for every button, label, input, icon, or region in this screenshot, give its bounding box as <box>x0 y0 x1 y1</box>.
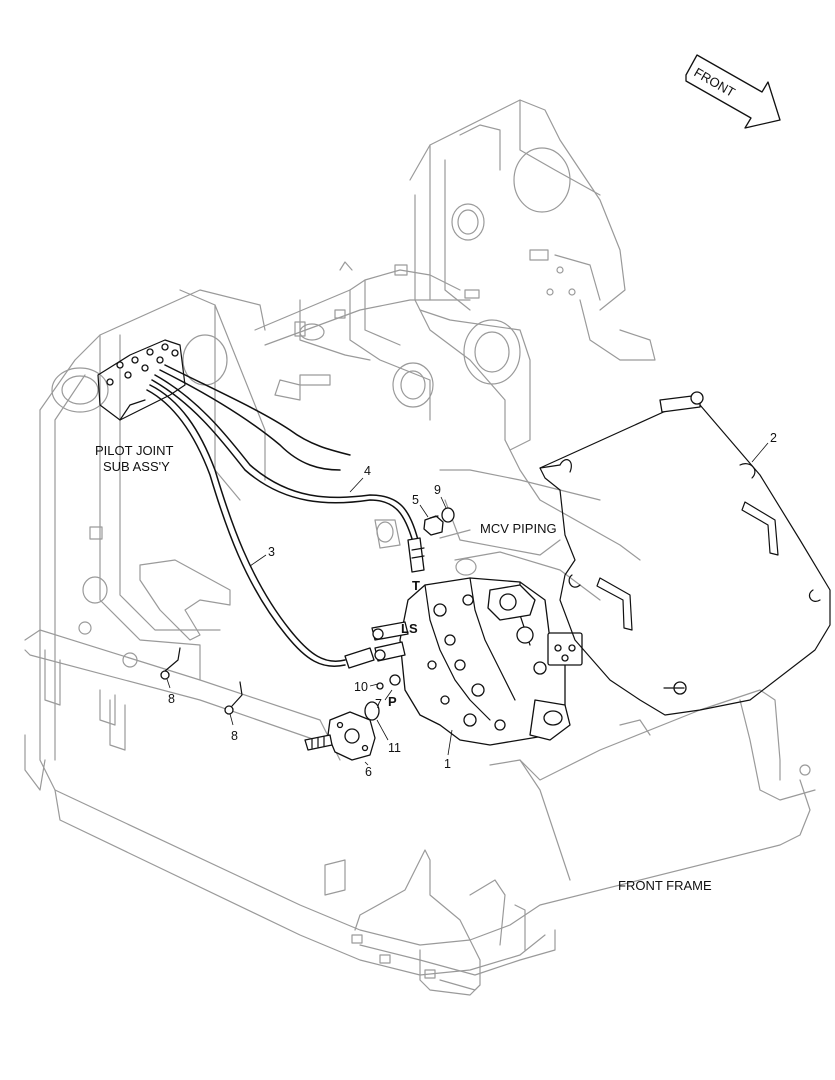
callout-10-text: 10 <box>354 680 368 694</box>
callout-8-lower: 8 <box>229 713 238 743</box>
mcv-piping-label: MCV PIPING <box>480 521 557 536</box>
plug-5 <box>423 515 444 536</box>
extra-pilot-hoses <box>159 364 351 471</box>
bolt-8-lower <box>224 681 243 715</box>
callout-7-text: 7 <box>375 697 382 711</box>
bolt-8-upper <box>160 647 181 680</box>
port-ls-label: LS <box>401 621 418 636</box>
callout-8-upper: 8 <box>166 678 175 706</box>
callout-8a-text: 8 <box>168 692 175 706</box>
callout-1-text: 1 <box>444 757 451 771</box>
pilot-joint-block <box>97 339 186 421</box>
valve-left-fittings <box>371 621 409 690</box>
callout-4: 4 <box>349 464 371 493</box>
main-control-valve <box>399 577 583 746</box>
callout-9: 9 <box>434 483 447 509</box>
port-t-label: T <box>412 578 420 593</box>
callout-6-text: 6 <box>365 765 372 779</box>
callout-10: 10 <box>354 680 379 694</box>
callout-6: 6 <box>364 761 372 779</box>
front-frame-ghost <box>24 289 811 976</box>
callout-9-text: 9 <box>434 483 441 497</box>
callout-8b-text: 8 <box>231 729 238 743</box>
o-ring-11 <box>364 701 380 721</box>
callout-2: 2 <box>751 431 777 463</box>
callout-4-text: 4 <box>364 464 371 478</box>
callout-3-text: 3 <box>268 545 275 559</box>
hose-4 <box>151 374 425 573</box>
callout-2-text: 2 <box>770 431 777 445</box>
callout-7: 7 <box>375 689 393 711</box>
front-frame-label: FRONT FRAME <box>618 878 712 893</box>
callout-1: 1 <box>444 729 453 771</box>
callout-5-text: 5 <box>412 493 419 507</box>
front-direction-arrow: FRONT <box>685 54 781 129</box>
port-p-label: P <box>388 694 397 709</box>
hose-3 <box>146 384 375 669</box>
pilot-joint-label-line2: SUB ASS'Y <box>103 459 170 474</box>
cover-plate-2 <box>539 391 831 716</box>
callout-11: 11 <box>376 719 401 755</box>
lower-frame-ghost <box>324 439 816 996</box>
callout-11-text: 11 <box>388 741 401 755</box>
callout-5: 5 <box>412 493 429 518</box>
pilot-joint-label-line1: PILOT JOINT <box>95 443 174 458</box>
o-ring-9 <box>441 507 455 523</box>
flange-6 <box>304 711 376 761</box>
rear-boom-tower-ghost <box>254 99 656 451</box>
callout-3: 3 <box>249 545 275 567</box>
